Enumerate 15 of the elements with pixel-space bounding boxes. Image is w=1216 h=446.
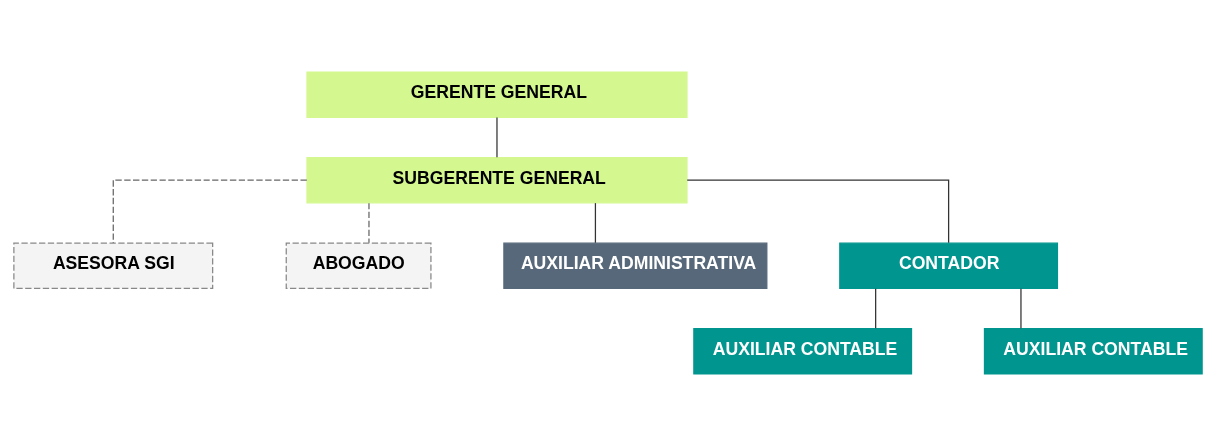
node-box: AUXILIAR CONTABLE <box>983 328 1203 375</box>
node-box: ASESORA SGI <box>13 242 214 290</box>
node-box: SUBGERENTE GENERAL <box>306 156 688 204</box>
connector <box>368 202 370 244</box>
node-box: ABOGADO <box>285 242 432 290</box>
node-box: AUXILIAR ADMINISTRATIVA <box>503 242 768 290</box>
node-box: AUXILIAR CONTABLE <box>693 328 913 375</box>
connector <box>686 179 950 244</box>
connector <box>875 288 877 329</box>
node-box: GERENTE GENERAL <box>306 71 688 118</box>
connector <box>594 202 597 244</box>
connector <box>496 116 498 158</box>
connector <box>112 179 308 244</box>
connector <box>1020 288 1022 329</box>
node-box: CONTADOR <box>839 242 1059 290</box>
